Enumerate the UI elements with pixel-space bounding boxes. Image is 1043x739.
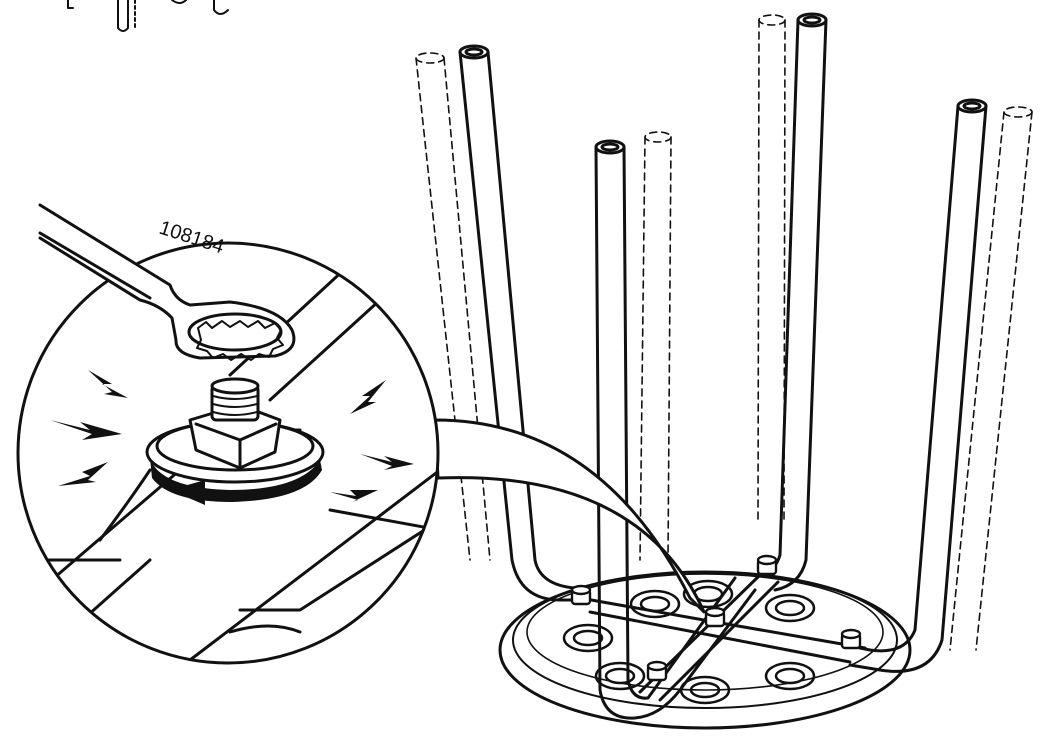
frame-bolts [570, 554, 862, 682]
vibration-mark-icon [50, 370, 414, 502]
stool-frame-icon [415, 12, 1033, 730]
hex-nut-icon [145, 377, 325, 484]
callout-pointer [433, 418, 706, 614]
seat-plate [498, 570, 912, 730]
wrench-ring-teeth [187, 312, 284, 361]
detail-callout-circle: 108184 [16, 203, 440, 665]
wrench-icon [38, 203, 296, 361]
rotate-arrow-icon [150, 458, 322, 505]
cropped-hardware-fragments [67, 0, 229, 32]
